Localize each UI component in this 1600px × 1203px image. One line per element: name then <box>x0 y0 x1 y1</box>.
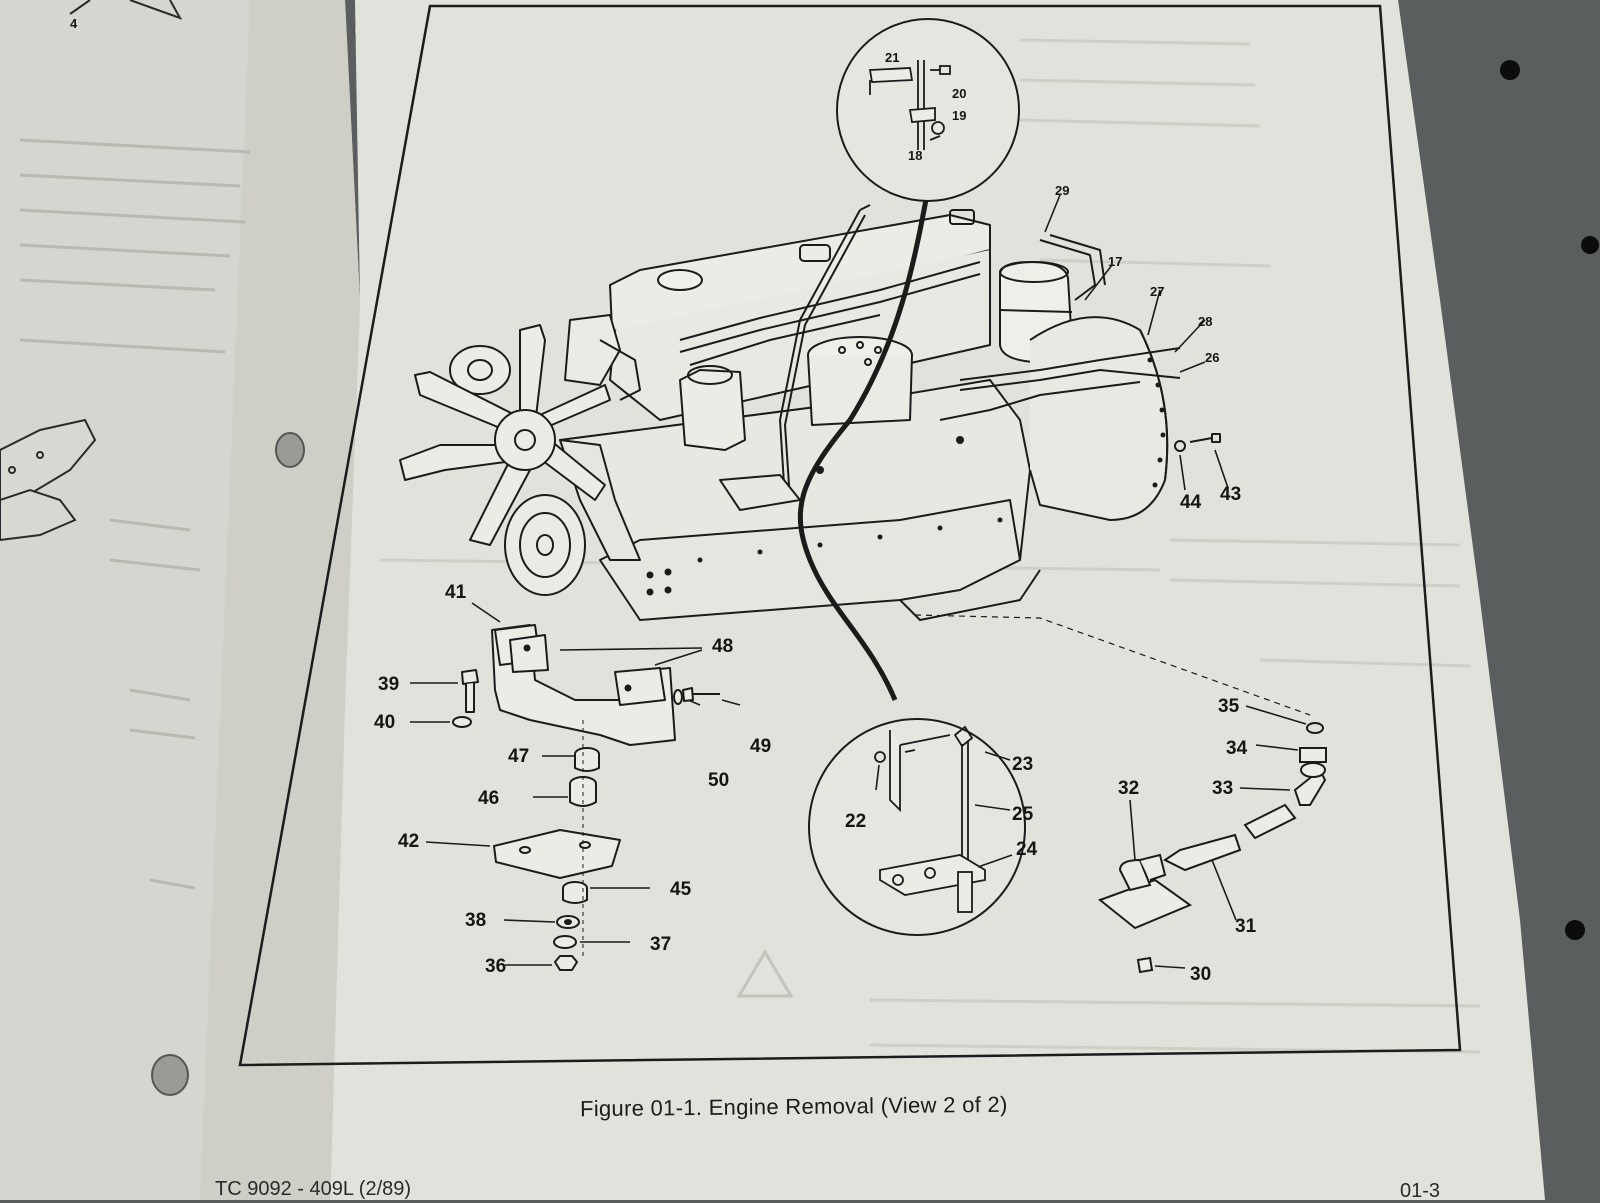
callout-18: 18 <box>908 148 922 163</box>
leader-lines-right <box>1044 194 1307 969</box>
callout-19: 19 <box>952 108 966 123</box>
callout-27: 27 <box>1150 284 1164 299</box>
callout-26: 26 <box>1205 350 1219 365</box>
callout-39: 39 <box>378 674 399 695</box>
callout-38: 38 <box>465 910 486 931</box>
callout-31: 31 <box>1235 916 1257 937</box>
pegboard-hole <box>1581 236 1599 254</box>
callout-45: 45 <box>670 879 692 900</box>
callout-47: 47 <box>508 746 529 767</box>
callout-30: 30 <box>1190 964 1211 985</box>
left-callout-4: 4 <box>70 16 78 31</box>
callout-29: 29 <box>1055 183 1069 198</box>
callout-44: 44 <box>1180 492 1202 513</box>
callout-28: 28 <box>1198 314 1212 329</box>
footer-document-number: TC 9092 - 409L (2/89) <box>215 1178 412 1200</box>
callout-20: 20 <box>952 86 966 101</box>
faded-text-lines <box>19 138 251 890</box>
detail-circle-bottom: 23 25 24 22 <box>808 718 1038 936</box>
callout-33: 33 <box>1212 778 1233 799</box>
pegboard-hole <box>1565 920 1585 940</box>
callout-23: 23 <box>1012 754 1033 775</box>
callout-50: 50 <box>708 770 729 791</box>
leader-lines-mount <box>410 602 741 966</box>
callout-46: 46 <box>478 788 499 809</box>
callout-34: 34 <box>1226 738 1248 759</box>
callout-41: 41 <box>445 582 467 603</box>
callout-42: 42 <box>398 831 419 852</box>
caution-triangle-showthrough <box>736 949 794 998</box>
callout-22: 22 <box>845 811 866 832</box>
footer-page-number: 01-3 <box>1400 1180 1441 1202</box>
partial-drawing-left <box>0 418 97 542</box>
engine-mount-parts <box>452 624 720 971</box>
partial-drawing-top <box>69 0 183 20</box>
callout-17: 17 <box>1108 254 1122 269</box>
callout-21: 21 <box>885 50 899 65</box>
callout-48: 48 <box>712 636 733 657</box>
callout-37: 37 <box>650 934 671 955</box>
figure-caption: Figure 01-1. Engine Removal (View 2 of 2… <box>579 1091 1008 1122</box>
callout-25: 25 <box>1012 804 1034 825</box>
callout-32: 32 <box>1118 778 1139 799</box>
callout-43: 43 <box>1220 484 1241 505</box>
throttle-linkage-parts <box>1097 722 1327 974</box>
fan <box>399 324 611 546</box>
engine-illustration <box>399 177 1221 701</box>
callout-49: 49 <box>750 736 771 757</box>
pegboard-hole <box>1500 60 1520 80</box>
detail-circle-top: 21 20 19 18 <box>836 18 1020 202</box>
callout-36: 36 <box>485 956 506 977</box>
throttle-cable <box>797 177 933 701</box>
callout-24: 24 <box>1016 839 1038 860</box>
callout-35: 35 <box>1218 696 1240 717</box>
projection-line <box>914 614 1311 716</box>
figure-border <box>238 4 1462 1067</box>
callout-40: 40 <box>374 712 395 733</box>
